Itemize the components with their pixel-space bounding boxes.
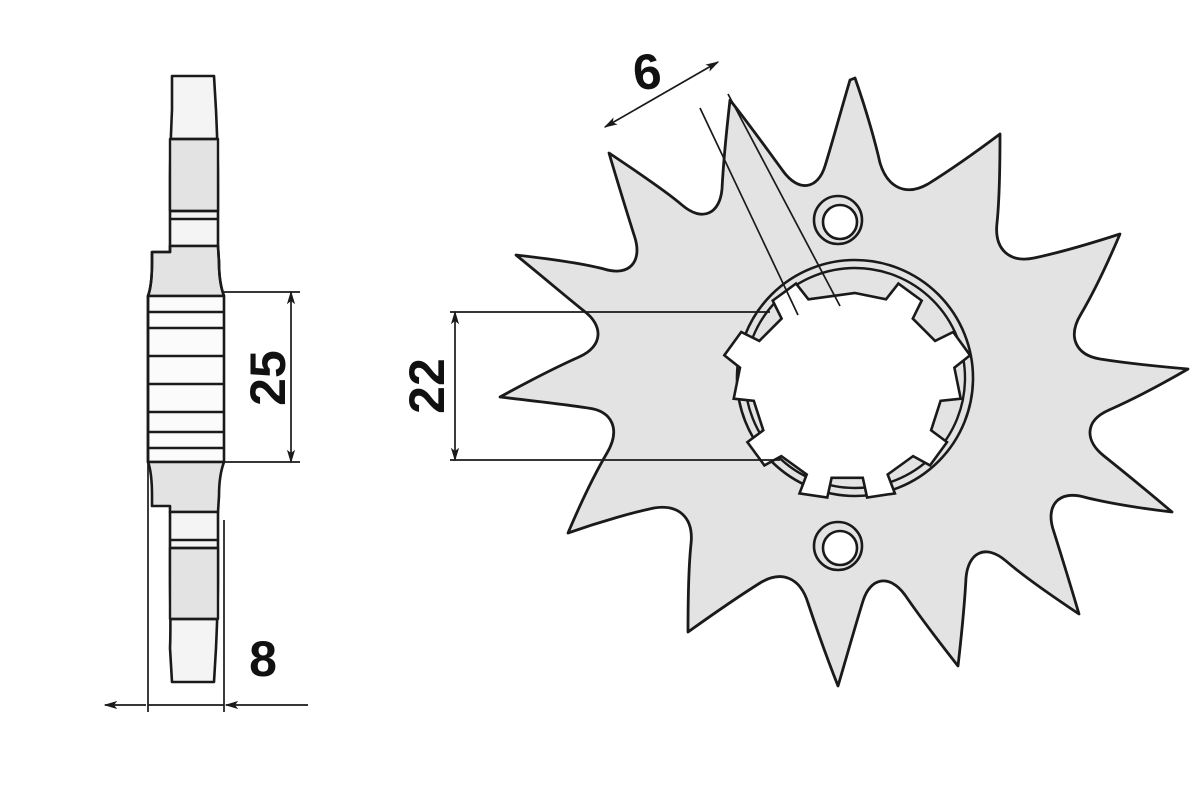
side-shoulder-upper-outline [146,246,172,297]
dim-6-leader-left [699,107,799,316]
dimension-8 [103,462,308,712]
dimension-25 [224,290,300,464]
side-shoulder-lower [146,460,226,514]
side-tooth-lower-band-1 [168,546,220,621]
dimension-8-label: 8 [249,631,277,687]
bolt-hole-upper-outer [812,194,864,246]
dimension-22-label: 22 [399,358,455,414]
dimension-6 [603,61,841,316]
bolt-hole-lower [812,520,864,572]
bolt-hole-upper-inner [821,203,859,241]
dimension-25-label: 25 [240,350,296,406]
dimension-22 [450,310,780,462]
bolt-hole-upper [812,194,864,246]
side-hub-body [146,294,226,464]
bolt-hole-lower-outer [812,520,864,572]
splined-bore [722,281,972,499]
bolt-hole-lower-inner [821,529,859,567]
front-view [498,76,1190,688]
side-tooth-upper-band-1 [168,137,220,213]
dimension-6-label: 6 [629,42,664,101]
side-shoulder-upper-right [216,245,226,297]
dim-6-line [603,61,720,128]
dim-6-leader-right [727,93,841,307]
side-shoulder-upper [146,244,226,298]
side-section-view [146,74,226,684]
